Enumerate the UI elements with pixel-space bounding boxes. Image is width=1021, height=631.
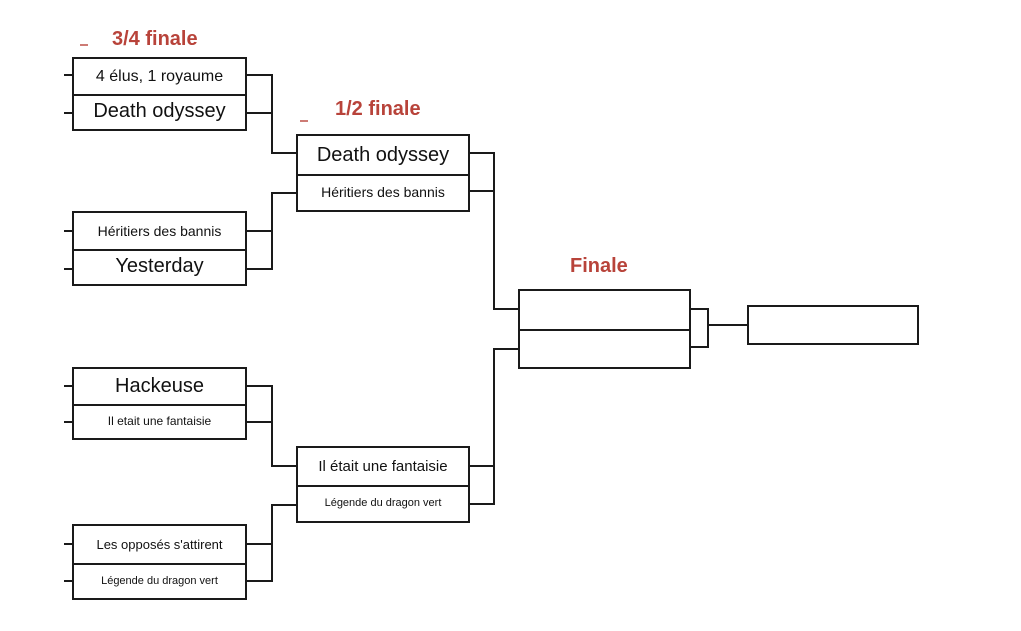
- semifinal-match-2: Il était une fantaisie Légende du dragon…: [296, 446, 470, 523]
- bracket-connector: [271, 465, 297, 467]
- bracket-connector: [493, 152, 495, 310]
- bracket-connector: [271, 504, 297, 506]
- bracket-connector: [247, 580, 273, 582]
- quarterfinal-3-team-bottom: Il etait une fantaisie: [107, 414, 212, 428]
- stage-label-semifinal: 1/2 finale: [335, 98, 421, 120]
- bracket-connector: [691, 346, 709, 348]
- match-divider: [74, 94, 245, 96]
- match-divider: [74, 249, 245, 251]
- bracket-connector: [493, 348, 495, 505]
- match-divider: [298, 174, 468, 176]
- bracket-connector: [691, 308, 709, 310]
- stage-label-final: Finale: [570, 255, 628, 277]
- final-team-top: [520, 291, 689, 329]
- quarterfinal-match-3: Hackeuse Il etait une fantaisie: [72, 367, 247, 440]
- bracket-connector: [247, 268, 273, 270]
- match-divider: [74, 563, 245, 565]
- bracket-connector: [470, 503, 495, 505]
- stage-label-quarterfinal: 3/4 finale: [112, 28, 198, 50]
- quarterfinal-match-4: Les opposés s'attirent Légende du dragon…: [72, 524, 247, 600]
- bracket-connector: [470, 465, 495, 467]
- final-team-bottom: [520, 329, 689, 367]
- quarterfinal-1-team-top: 4 élus, 1 royaume: [95, 67, 224, 85]
- bracket-connector: [493, 308, 519, 310]
- bracket-connector: [271, 74, 273, 154]
- bracket-connector: [707, 308, 709, 348]
- winner-box: [747, 305, 919, 345]
- quarterfinal-2-team-top: Héritiers des bannis: [97, 223, 222, 239]
- match-divider: [520, 329, 689, 331]
- bracket-connector: [271, 152, 297, 154]
- bracket-connector: [247, 230, 273, 232]
- bracket-connector: [247, 74, 273, 76]
- bracket-connector: [247, 543, 273, 545]
- bracket-connector: [470, 152, 495, 154]
- entry-stub: [64, 268, 73, 270]
- entry-stub: [64, 385, 73, 387]
- semifinal-1-team-bottom: Héritiers des bannis: [321, 184, 445, 200]
- quarterfinal-3-team-top: Hackeuse: [115, 375, 204, 397]
- bracket-connector: [271, 504, 273, 582]
- entry-stub: [64, 230, 73, 232]
- entry-stub: [64, 421, 73, 423]
- semifinal-2-team-bottom: Légende du dragon vert: [324, 497, 442, 509]
- quarterfinal-match-1: 4 élus, 1 royaume Death odyssey: [72, 57, 247, 131]
- final-match: [518, 289, 691, 369]
- entry-stub: [64, 580, 73, 582]
- quarterfinal-match-2: Héritiers des bannis Yesterday: [72, 211, 247, 286]
- quarterfinal-4-team-top: Les opposés s'attirent: [96, 537, 223, 552]
- bracket-connector: [470, 190, 495, 192]
- quarterfinal-1-team-bottom: Death odyssey: [93, 100, 226, 122]
- bracket-connector: [247, 112, 273, 114]
- match-divider: [298, 485, 468, 487]
- entry-stub: [64, 543, 73, 545]
- bracket-connector: [271, 192, 297, 194]
- quarterfinal-2-team-bottom: Yesterday: [115, 255, 204, 277]
- quarterfinal-4-team-bottom: Légende du dragon vert: [101, 574, 218, 587]
- match-divider: [74, 404, 245, 406]
- stage-mark: [80, 44, 88, 46]
- entry-stub: [64, 112, 73, 114]
- semifinal-1-team-top: Death odyssey: [316, 143, 450, 166]
- semifinal-match-1: Death odyssey Héritiers des bannis: [296, 134, 470, 212]
- entry-stub: [64, 74, 73, 76]
- stage-mark: [300, 120, 308, 122]
- bracket-connector: [271, 192, 273, 270]
- bracket-connector: [247, 385, 273, 387]
- winner-team: [749, 307, 917, 343]
- bracket-connector: [247, 421, 273, 423]
- bracket-connector: [271, 385, 273, 467]
- bracket-connector: [493, 348, 519, 350]
- semifinal-2-team-top: Il était une fantaisie: [318, 458, 448, 475]
- bracket-connector: [707, 324, 748, 326]
